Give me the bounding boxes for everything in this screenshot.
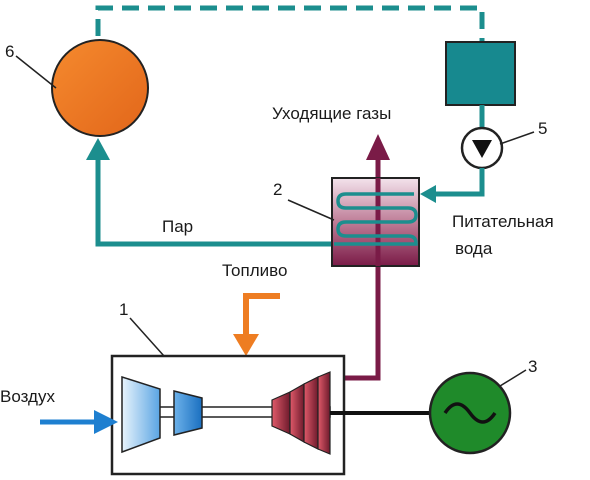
heat-recovery-steam-generator (331, 177, 420, 267)
compressor-stage-2 (173, 390, 203, 436)
label-air: Воздух (0, 387, 55, 406)
label-number-1: 1 (119, 300, 128, 319)
feed-water-tank (445, 41, 516, 106)
leader-3 (499, 369, 527, 387)
exhaust-gas-arrow (366, 134, 390, 160)
dashed-return-line (95, 5, 485, 62)
feed-water-line (432, 168, 485, 197)
pump-icon (460, 126, 504, 170)
leader-1 (129, 317, 165, 357)
label-fuel: Топливо (222, 261, 287, 280)
label-number-6: 6 (5, 42, 14, 61)
leader-5 (499, 131, 535, 145)
label-feed-water-line2: вода (455, 239, 493, 258)
leader-6 (15, 55, 57, 89)
label-feed-water-line1: Питательная (452, 212, 554, 231)
boiler-drum (51, 39, 149, 137)
compressor-stage-1 (121, 375, 161, 454)
label-exhaust-gases: Уходящие газы (272, 104, 391, 123)
sine-wave-icon (428, 371, 512, 455)
label-number-5: 5 (538, 119, 547, 138)
leader-2 (287, 199, 335, 221)
label-steam: Пар (162, 217, 193, 236)
fuel-line (243, 293, 280, 336)
feed-water-arrow (420, 185, 436, 203)
steam-line (95, 160, 334, 247)
fuel-arrow (233, 334, 259, 356)
steam-arrow (86, 138, 110, 160)
air-arrow (94, 410, 118, 434)
turbine-blades (271, 371, 331, 455)
label-number-2: 2 (273, 180, 282, 199)
label-number-3: 3 (528, 357, 537, 376)
